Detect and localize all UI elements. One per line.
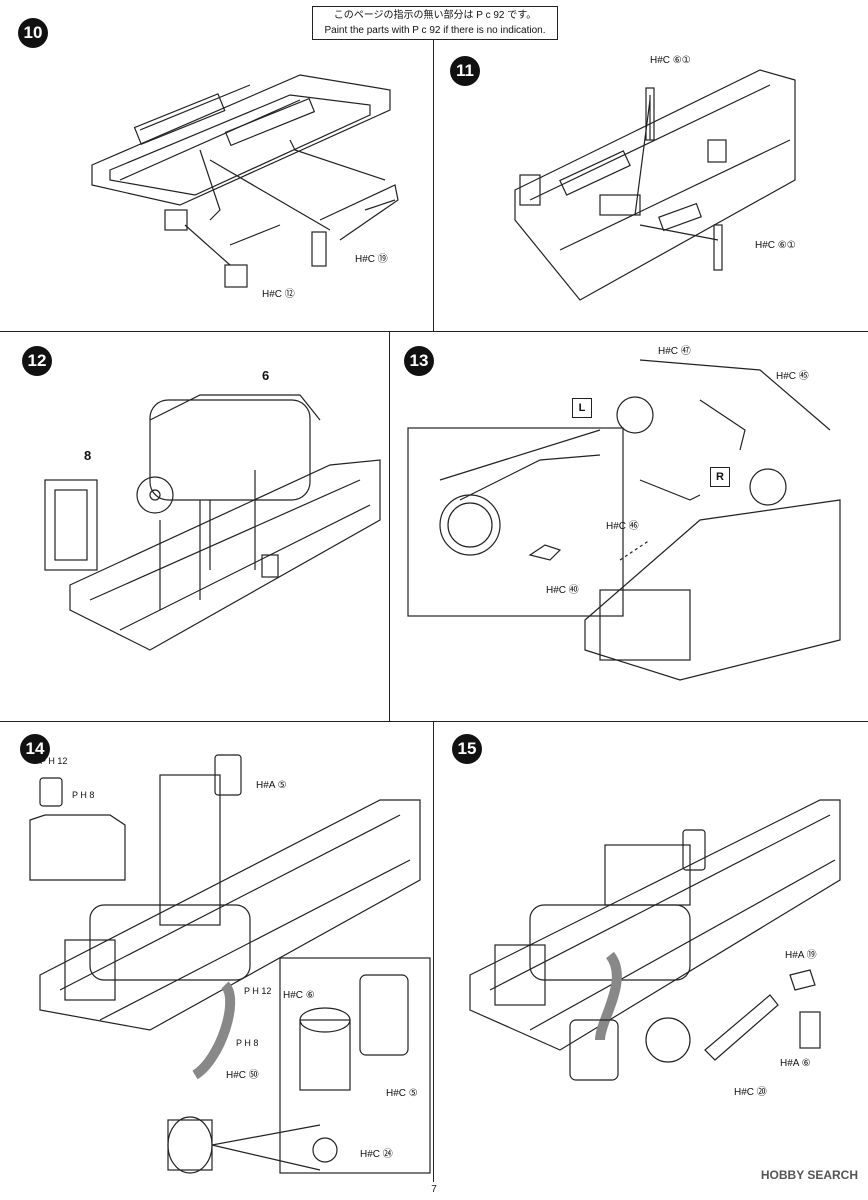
notice-japanese: このページの指示の無い部分は P c 92 です。 xyxy=(333,10,537,21)
step-13-label-1: H#C ㊼ xyxy=(658,346,691,357)
step-11-panel xyxy=(434,40,868,332)
step-13-label-3: H#C ㊻ xyxy=(606,521,639,532)
watermark: HOBBY SEARCH xyxy=(760,1168,858,1182)
step-14-label-6: H#C ⑥ xyxy=(283,990,315,1001)
step-11-label-2: H#C ⑥① xyxy=(755,240,796,251)
step-10-label-1: H#C ⑲ xyxy=(355,254,388,265)
step-13-label-4: H#C ㊵ xyxy=(546,585,579,596)
step-14-label-3: H#A ⑤ xyxy=(256,780,287,791)
step-13-panel xyxy=(390,332,868,722)
part-number-6: 6 xyxy=(262,368,270,383)
step-10-chassis-drawing xyxy=(91,74,399,288)
page-number: 7 xyxy=(431,1184,437,1195)
step-15-number: 15 xyxy=(452,734,482,764)
step-11-chassis-drawing xyxy=(514,69,796,301)
paint-notice: このページの指示の無い部分は P c 92 です。 Paint the part… xyxy=(312,6,558,40)
step-14-label-9: H#C ㉔ xyxy=(360,1149,393,1160)
step-10-panel xyxy=(0,40,434,332)
step-15-drawing xyxy=(469,799,841,1081)
step-13-label-2: H#C ㊺ xyxy=(776,371,809,382)
step-10-number: 10 xyxy=(18,18,48,48)
step-14-number: 14 xyxy=(20,734,50,764)
step-14-panel xyxy=(0,722,434,1182)
left-side-marker: L xyxy=(572,398,592,418)
step-12-panel xyxy=(0,332,390,722)
step-12-number: 12 xyxy=(22,346,52,376)
step-15-label-2: H#A ⑥ xyxy=(780,1058,811,1069)
step-14-label-2: P H 8 xyxy=(72,790,95,800)
notice-english: Paint the parts with P c 92 if there is … xyxy=(324,25,546,36)
step-14-label-5: P H 8 xyxy=(236,1038,259,1048)
part-number-8: 8 xyxy=(84,448,92,463)
right-side-marker: R xyxy=(710,467,730,487)
step-15-label-3: H#C ⑳ xyxy=(734,1087,767,1098)
step-14-label-4: P H 12 xyxy=(244,986,272,996)
step-13-number: 13 xyxy=(404,346,434,376)
step-14-label-8: H#C ㊿ xyxy=(226,1070,259,1081)
step-13-drawing xyxy=(407,359,841,681)
step-10-label-2: H#C ⑫ xyxy=(262,289,295,300)
step-12-engine-drawing xyxy=(44,394,381,651)
step-14-label-1: P H 12 xyxy=(40,756,68,766)
step-11-label-1: H#C ⑥① xyxy=(650,55,691,66)
step-11-number: 11 xyxy=(450,56,480,86)
step-15-label-1: H#A ⑲ xyxy=(785,950,817,961)
step-14-label-7: H#C ⑤ xyxy=(386,1088,418,1099)
step-14-drawing xyxy=(29,754,431,1174)
